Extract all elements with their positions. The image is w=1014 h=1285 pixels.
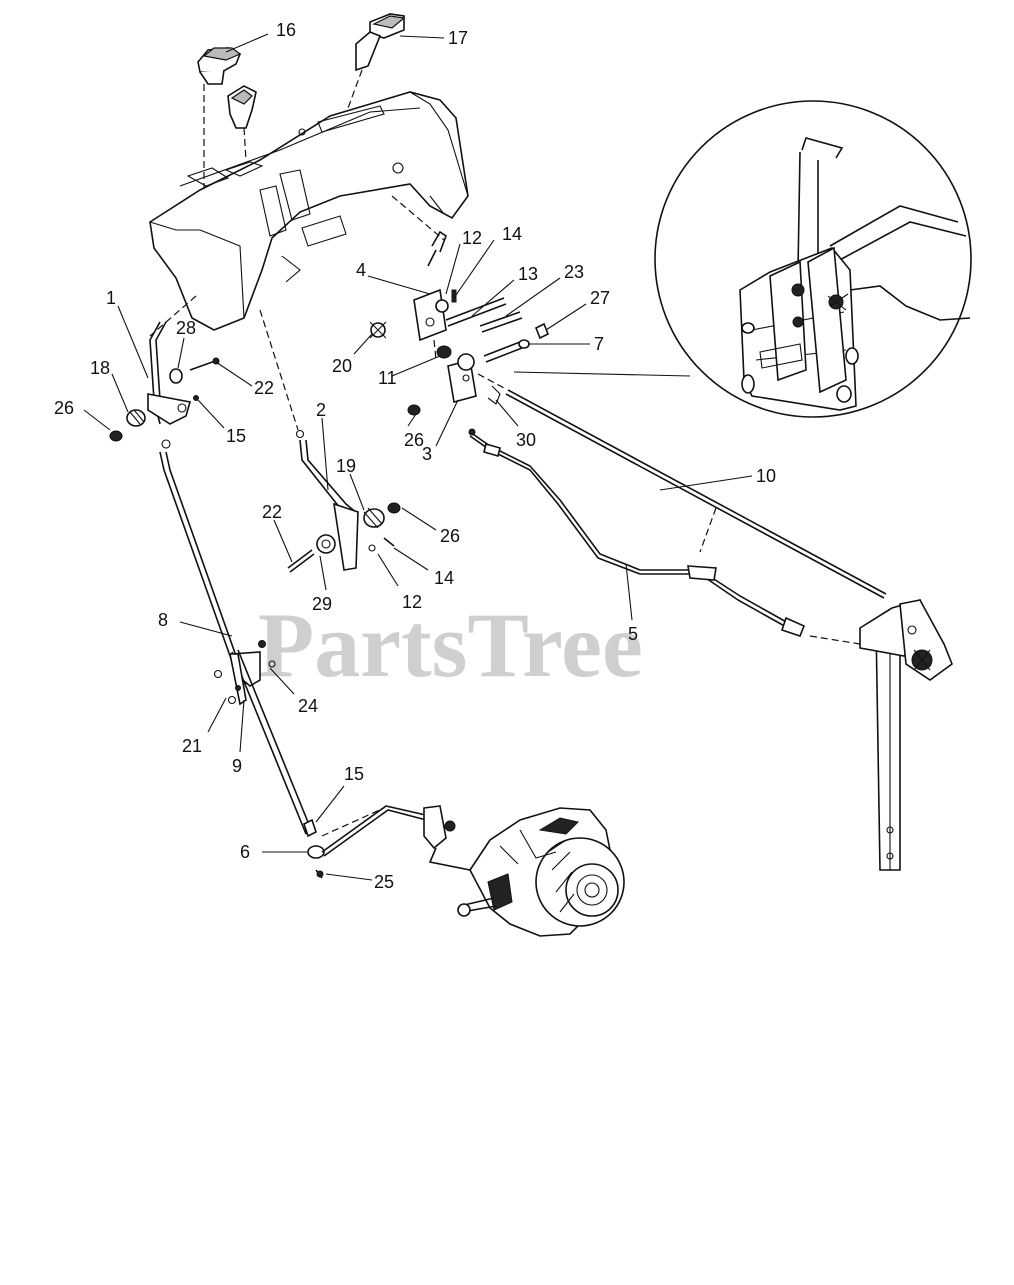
callout-28: 28 [176, 318, 196, 338]
callout-23: 23 [564, 262, 584, 282]
lever-grip-center [227, 85, 257, 129]
callout-30: 30 [516, 430, 536, 450]
callout-16: 16 [276, 20, 296, 40]
lower-rod-assembly [213, 649, 317, 838]
callout-27: 27 [590, 288, 610, 308]
callout-15-lower: 15 [344, 764, 364, 784]
transmission-linkage [307, 805, 481, 879]
callout-1: 1 [106, 288, 116, 308]
lever-knob-right [355, 13, 406, 72]
pin-hardware [479, 311, 550, 405]
callout-5: 5 [628, 624, 638, 644]
callout-22: 22 [254, 378, 274, 398]
callout-24: 24 [298, 696, 318, 716]
callout-6: 6 [240, 842, 250, 862]
callout-20: 20 [332, 356, 352, 376]
callout-14: 14 [502, 224, 522, 244]
center-bracket-assembly [369, 230, 507, 416]
lever-knob-left [197, 47, 242, 85]
callout-15: 15 [226, 426, 246, 446]
callout-26-lower: 26 [440, 526, 460, 546]
guide-line-housing-right [391, 195, 445, 241]
callout-8: 8 [158, 610, 168, 630]
rod-10 [477, 373, 887, 599]
callout-21: 21 [182, 736, 202, 756]
detail-inset [513, 100, 972, 418]
leader-lines [83, 33, 753, 881]
callout-12: 12 [462, 228, 482, 248]
right-column-assembly [859, 598, 953, 871]
callout-22-lower: 22 [262, 502, 282, 522]
left-lever-assembly [109, 321, 220, 449]
callout-9: 9 [232, 756, 242, 776]
callout-25: 25 [374, 872, 394, 892]
callout-17: 17 [448, 28, 468, 48]
callout-11: 11 [378, 368, 397, 388]
dash-panel-housing [149, 91, 469, 331]
callout-7: 7 [594, 334, 604, 354]
guide-line-housing-left [149, 295, 197, 337]
guide-line-housing-center [259, 309, 299, 431]
callout-12-lower: 12 [402, 592, 422, 612]
callout-29: 29 [312, 594, 332, 614]
grip-guide-line [243, 127, 247, 161]
callout-14-lower: 14 [434, 568, 454, 588]
callout-2: 2 [316, 400, 326, 420]
center-lever-assembly [287, 429, 401, 573]
callout-13: 13 [518, 264, 538, 284]
callout-labels: 16 17 12 14 4 13 23 27 1 28 7 20 11 18 2… [54, 20, 776, 892]
watermark-text: PartsTree [258, 594, 643, 696]
callout-26: 26 [54, 398, 74, 418]
callout-19: 19 [336, 456, 356, 476]
cable-5 [468, 428, 861, 645]
callout-3: 3 [422, 444, 432, 464]
transmission-unit [457, 807, 625, 937]
callout-26-center: 26 [404, 430, 424, 450]
callout-18: 18 [90, 358, 110, 378]
callout-10: 10 [756, 466, 776, 486]
callout-4: 4 [356, 260, 366, 280]
